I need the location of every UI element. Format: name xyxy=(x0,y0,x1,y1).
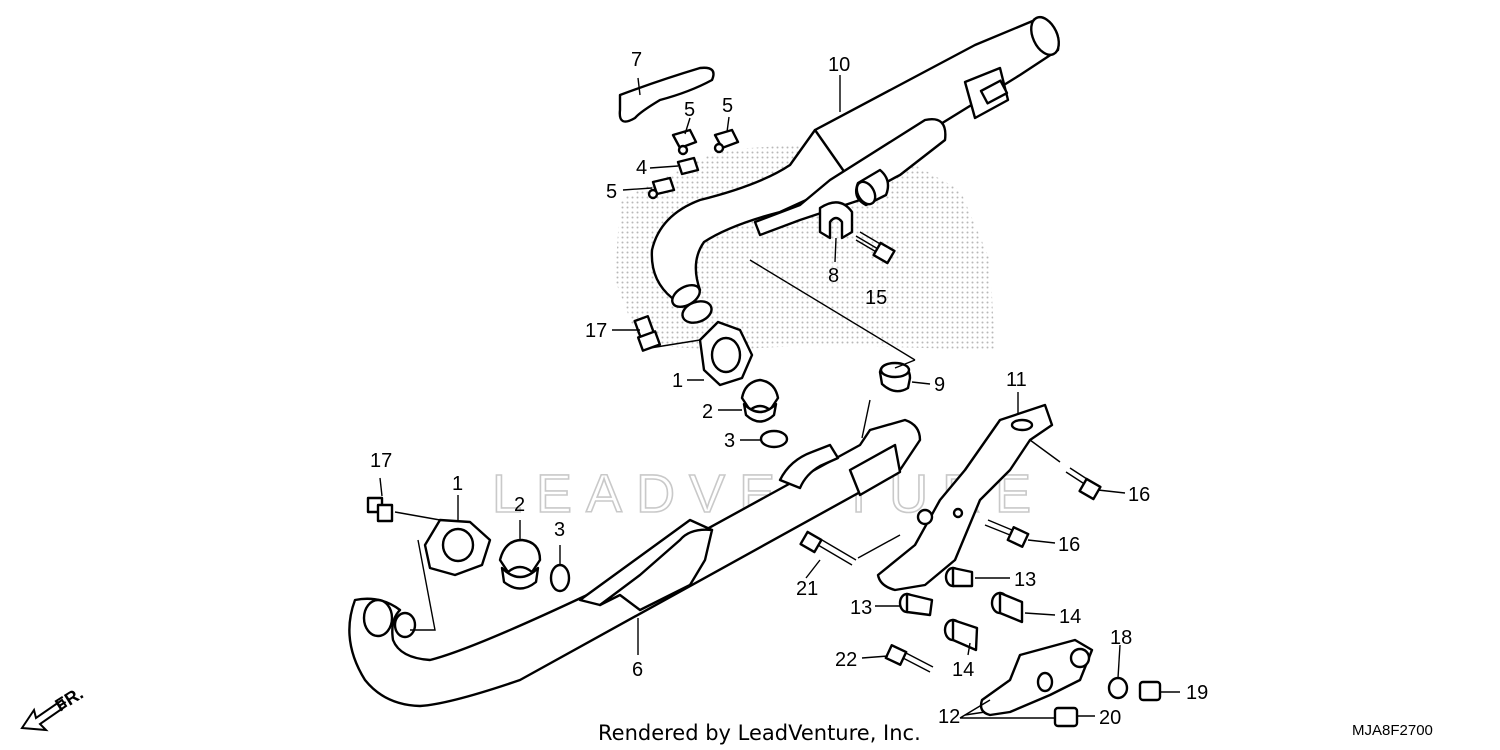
front-arrow-icon xyxy=(20,698,68,732)
bolt-part-21 xyxy=(799,530,857,566)
callout-19: 19 xyxy=(1186,682,1208,704)
callout-13-lower: 13 xyxy=(850,597,872,619)
clip-part-5-a xyxy=(671,128,698,156)
callout-22: 22 xyxy=(835,649,857,671)
callout-16-lower: 16 xyxy=(1058,534,1080,556)
flange-part-1-lower xyxy=(423,518,492,577)
callout-7: 7 xyxy=(631,49,642,71)
diagram-code: MJA8F2700 xyxy=(1352,722,1433,739)
nut-part-20 xyxy=(1053,706,1079,728)
callout-17-lower: 17 xyxy=(370,450,392,472)
stud-part-17-upper xyxy=(633,315,662,352)
gasket-part-3-upper xyxy=(759,429,789,449)
callout-21: 21 xyxy=(796,578,818,600)
collar-part-13-lower xyxy=(898,592,934,617)
callout-8: 8 xyxy=(828,265,839,287)
collar-part-13-upper xyxy=(944,566,974,588)
callout-11: 11 xyxy=(1006,369,1027,391)
bracket-part-12 xyxy=(979,638,1094,717)
callout-5-c: 5 xyxy=(606,181,617,203)
callout-1-upper: 1 xyxy=(672,370,683,392)
callout-14-lower: 14 xyxy=(952,659,974,681)
collar-part-2-lower xyxy=(498,538,542,590)
callout-6: 6 xyxy=(632,659,643,681)
callout-3-lower: 3 xyxy=(554,519,565,541)
collar-part-14-lower xyxy=(943,618,979,652)
callout-10: 10 xyxy=(828,54,850,76)
stud-part-17-lower xyxy=(366,496,394,523)
bolt-part-16-lower xyxy=(984,519,1030,548)
rear-muffler-part-10 xyxy=(650,15,1060,309)
callout-3-upper: 3 xyxy=(724,430,735,452)
washer-part-18 xyxy=(1107,676,1129,700)
flange-part-1-upper xyxy=(698,320,754,387)
callout-9: 9 xyxy=(934,374,945,396)
callout-15: 15 xyxy=(865,287,887,309)
callout-5-b: 5 xyxy=(722,95,733,117)
callout-5-a: 5 xyxy=(684,99,695,121)
dot-shading xyxy=(615,140,995,350)
pipe-ring xyxy=(681,300,713,324)
callout-2-lower: 2 xyxy=(514,494,525,516)
front-direction-indicator: FR. xyxy=(20,683,87,732)
clamp-part-8 xyxy=(818,201,854,240)
rendered-by-credit: Rendered by LeadVenture, Inc. xyxy=(598,721,921,745)
gasket-part-3-lower xyxy=(549,563,571,593)
clip-part-5-c xyxy=(647,176,676,200)
callout-13-upper: 13 xyxy=(1014,569,1036,591)
callout-20: 20 xyxy=(1099,707,1121,729)
bolt-part-22 xyxy=(884,644,934,673)
clip-part-4 xyxy=(676,156,700,176)
leader-lines xyxy=(379,75,1180,719)
clip-part-5-b xyxy=(713,128,740,154)
callout-2-upper: 2 xyxy=(702,401,713,423)
bolt-part-15 xyxy=(855,231,896,265)
callout-4: 4 xyxy=(636,157,647,179)
bracket-part-11 xyxy=(876,403,1054,592)
nut-part-19 xyxy=(1138,680,1162,702)
bolt-part-16-upper xyxy=(1065,467,1102,501)
front-exhaust-part-6 xyxy=(348,418,922,708)
collar-part-2-upper xyxy=(740,378,780,423)
callout-1-lower: 1 xyxy=(452,473,463,495)
collar-part-14-upper xyxy=(990,591,1024,624)
heat-cover-part-7 xyxy=(618,66,715,123)
callout-16-upper: 16 xyxy=(1128,484,1150,506)
collar-part-9 xyxy=(878,361,912,393)
callout-12: 12 xyxy=(938,706,960,728)
callout-18: 18 xyxy=(1110,627,1132,649)
callout-14-upper: 14 xyxy=(1059,606,1081,628)
callout-17-upper: 17 xyxy=(585,320,607,342)
